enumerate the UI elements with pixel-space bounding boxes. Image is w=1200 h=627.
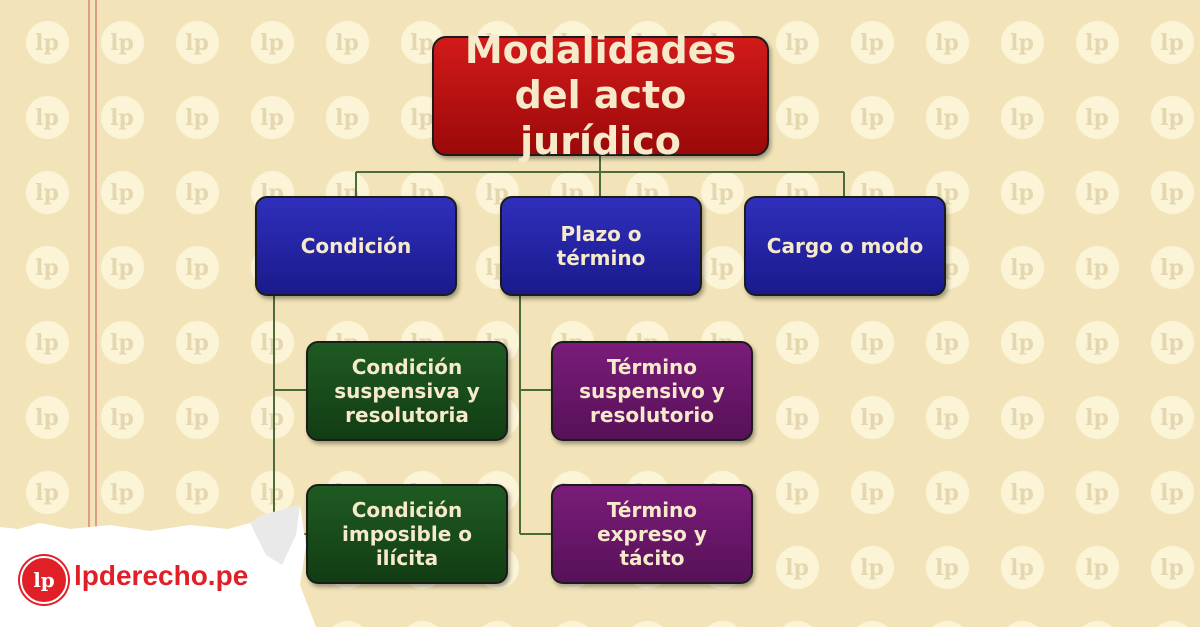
condicion-child-1: Condición suspensiva y resolutoria: [306, 341, 508, 441]
watermark-mark: lp: [1010, 105, 1034, 131]
watermark-mark: lp: [1085, 255, 1109, 281]
watermark-mark: lp: [335, 105, 359, 131]
watermark-mark: lp: [260, 330, 284, 356]
watermark-mark: lp: [1160, 405, 1184, 431]
watermark-mark: lp: [1010, 255, 1034, 281]
watermark-mark: lp: [185, 30, 209, 56]
watermark-mark: lp: [1085, 30, 1109, 56]
plazo-child-1: Término suspensivo y resolutorio: [551, 341, 753, 441]
watermark-mark: lp: [935, 555, 959, 581]
watermark-mark: lp: [935, 105, 959, 131]
category-condicion: Condición: [255, 196, 457, 296]
watermark-mark: lp: [1160, 180, 1184, 206]
watermark-mark: lp: [185, 180, 209, 206]
watermark-mark: lp: [1160, 30, 1184, 56]
watermark-mark: lp: [110, 405, 134, 431]
watermark-mark: lp: [260, 105, 284, 131]
watermark-mark: lp: [110, 30, 134, 56]
watermark-mark: lp: [110, 255, 134, 281]
watermark-mark: lp: [185, 330, 209, 356]
watermark-mark: lp: [335, 30, 359, 56]
watermark-mark: lp: [935, 405, 959, 431]
watermark-mark: lp: [1160, 255, 1184, 281]
watermark-mark: lp: [1010, 30, 1034, 56]
watermark-mark: lp: [1010, 555, 1034, 581]
watermark-mark: lp: [260, 405, 284, 431]
watermark-mark: lp: [185, 480, 209, 506]
watermark-mark: lp: [110, 180, 134, 206]
watermark-mark: lp: [860, 555, 884, 581]
watermark-mark: lp: [785, 30, 809, 56]
root-node: Modalidades del acto jurídico: [432, 28, 769, 163]
watermark-mark: lp: [1085, 480, 1109, 506]
watermark-mark: lp: [185, 255, 209, 281]
watermark-mark: lp: [860, 330, 884, 356]
watermark-mark: lp: [35, 405, 59, 431]
margin-line: [95, 0, 97, 627]
watermark-mark: lp: [710, 180, 734, 206]
watermark-mark: lp: [785, 105, 809, 131]
watermark-mark: lp: [860, 30, 884, 56]
watermark-mark: lp: [1085, 105, 1109, 131]
watermark-mark: lp: [860, 105, 884, 131]
watermark-mark: lp: [35, 30, 59, 56]
watermark-mark: lp: [935, 480, 959, 506]
watermark-mark: lp: [410, 105, 434, 131]
watermark-mark: lp: [1160, 105, 1184, 131]
lp-logo-icon: lp: [20, 556, 68, 604]
watermark-mark: lp: [1085, 555, 1109, 581]
watermark-mark: lp: [35, 180, 59, 206]
watermark-mark: lp: [410, 30, 434, 56]
category-plazo: Plazo o término: [500, 196, 702, 296]
watermark-mark: lp: [785, 330, 809, 356]
watermark-mark: lp: [260, 30, 284, 56]
watermark-mark: lp: [110, 330, 134, 356]
watermark-mark: lp: [1010, 405, 1034, 431]
watermark-mark: lp: [785, 405, 809, 431]
watermark-mark: lp: [935, 30, 959, 56]
watermark-mark: lp: [785, 555, 809, 581]
watermark-mark: lp: [1085, 330, 1109, 356]
watermark-mark: lp: [860, 405, 884, 431]
watermark-mark: lp: [935, 330, 959, 356]
site-name: lpderecho.pe: [74, 560, 249, 591]
watermark-mark: lp: [1160, 555, 1184, 581]
watermark-mark: lp: [110, 480, 134, 506]
watermark-mark: lp: [35, 330, 59, 356]
watermark-mark: lp: [860, 480, 884, 506]
watermark-mark: lp: [1160, 480, 1184, 506]
margin-line: [88, 0, 90, 627]
watermark-mark: lp: [185, 405, 209, 431]
watermark-mark: lp: [1160, 330, 1184, 356]
watermark-mark: lp: [1010, 330, 1034, 356]
torn-paper-flap: [0, 505, 316, 627]
plazo-child-2: Término expreso y tácito: [551, 484, 753, 584]
category-cargo: Cargo o modo: [744, 196, 946, 296]
watermark-mark: lp: [35, 255, 59, 281]
watermark-mark: lp: [1010, 180, 1034, 206]
watermark-mark: lp: [260, 480, 284, 506]
watermark-mark: lp: [1085, 180, 1109, 206]
watermark-mark: lp: [35, 480, 59, 506]
watermark-mark: lp: [1010, 480, 1034, 506]
condicion-child-2: Condición imposible o ilícita: [306, 484, 508, 584]
watermark-mark: lp: [785, 480, 809, 506]
watermark-mark: lp: [110, 105, 134, 131]
watermark-mark: lp: [1085, 405, 1109, 431]
watermark-mark: lp: [710, 255, 734, 281]
watermark-mark: lp: [185, 105, 209, 131]
watermark-mark: lp: [35, 105, 59, 131]
